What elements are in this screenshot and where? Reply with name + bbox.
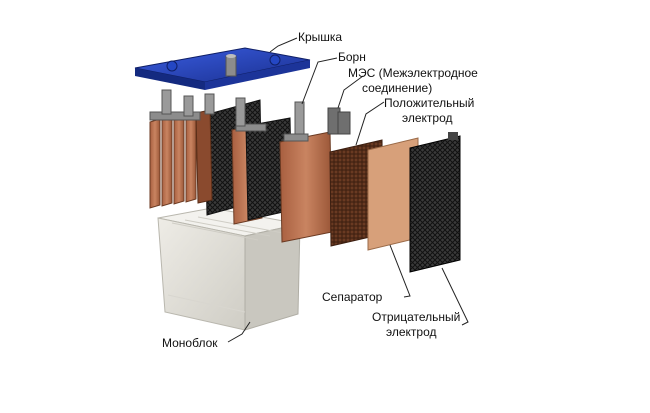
label-negative-line1: Отрицательный [372,310,461,324]
leader-separator [389,244,411,298]
leader-terminal [301,57,338,105]
negative-electrode-plate [409,132,461,273]
label-intercell-line2: соединение) [362,81,433,95]
label-positive-line1: Положительный [384,96,475,110]
label-separator: Сепаратор [322,290,383,304]
label-negative-line2: электрод [386,325,437,339]
leader-monoblock [227,321,251,343]
leader-intercell [337,75,364,109]
leader-positive [355,101,385,146]
leader-cover [269,37,298,53]
cover [134,47,311,90]
label-terminal: Борн [338,50,366,64]
label-monoblock: Моноблок [162,336,218,350]
label-cover: Крышка [298,30,343,44]
monoblock-case [157,207,301,331]
leader-negative [441,267,469,326]
label-intercell-line1: МЭС (Межэлектродное [348,66,478,80]
leader-lines [227,37,469,343]
label-positive-line2: электрод [402,111,453,125]
